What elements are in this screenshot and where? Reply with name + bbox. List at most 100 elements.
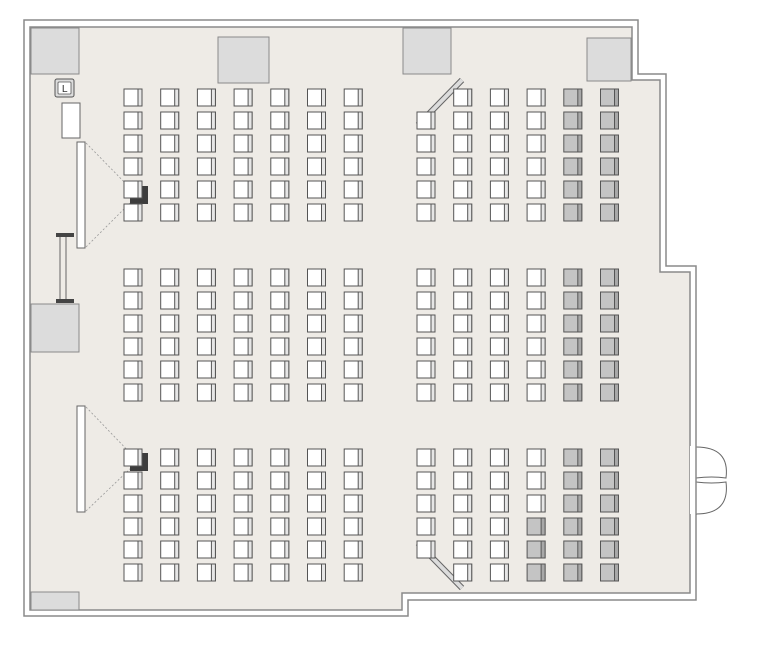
seat[interactable] — [416, 383, 436, 402]
seat[interactable] — [233, 134, 253, 153]
seat[interactable] — [489, 471, 509, 490]
seat[interactable] — [270, 517, 290, 536]
seat[interactable] — [343, 563, 363, 582]
seat[interactable] — [563, 471, 583, 490]
seat[interactable] — [160, 448, 180, 467]
seat[interactable] — [270, 563, 290, 582]
seat[interactable] — [343, 540, 363, 559]
seat[interactable] — [453, 291, 473, 310]
seat[interactable] — [600, 494, 619, 513]
seat[interactable] — [196, 157, 216, 176]
seat[interactable] — [526, 134, 546, 153]
seat[interactable] — [123, 337, 143, 356]
seat[interactable] — [160, 494, 180, 513]
seat[interactable] — [600, 134, 619, 153]
seat[interactable] — [600, 383, 619, 402]
seat[interactable] — [233, 88, 253, 107]
seat[interactable] — [416, 180, 436, 199]
seat[interactable] — [307, 448, 326, 467]
seat[interactable] — [489, 314, 509, 333]
seat[interactable] — [233, 471, 253, 490]
seat[interactable] — [196, 563, 216, 582]
seat[interactable] — [453, 134, 473, 153]
seat[interactable] — [270, 383, 290, 402]
seat[interactable] — [563, 517, 583, 536]
seat[interactable] — [270, 360, 290, 379]
seat[interactable] — [489, 494, 509, 513]
seat[interactable] — [563, 157, 583, 176]
seat[interactable] — [343, 111, 363, 130]
seat[interactable] — [307, 360, 326, 379]
seat[interactable] — [416, 337, 436, 356]
seat[interactable] — [160, 383, 180, 402]
seat[interactable] — [343, 268, 363, 287]
seat[interactable] — [526, 111, 546, 130]
seat[interactable] — [233, 383, 253, 402]
seat[interactable] — [343, 203, 363, 222]
seat[interactable] — [160, 111, 180, 130]
seat[interactable] — [307, 494, 326, 513]
seat[interactable] — [416, 448, 436, 467]
seat[interactable] — [160, 157, 180, 176]
seat[interactable] — [526, 471, 546, 490]
seat[interactable] — [563, 360, 583, 379]
seat[interactable] — [526, 314, 546, 333]
seat[interactable] — [123, 540, 143, 559]
seat[interactable] — [453, 111, 473, 130]
seat[interactable] — [489, 517, 509, 536]
seat[interactable] — [196, 291, 216, 310]
seat[interactable] — [453, 337, 473, 356]
seat[interactable] — [123, 268, 143, 287]
seat[interactable] — [343, 157, 363, 176]
seat[interactable] — [233, 314, 253, 333]
seat[interactable] — [416, 314, 436, 333]
seat[interactable] — [563, 314, 583, 333]
seat[interactable] — [489, 134, 509, 153]
seat[interactable] — [343, 337, 363, 356]
seat[interactable] — [123, 111, 143, 130]
seat[interactable] — [453, 360, 473, 379]
seat[interactable] — [123, 291, 143, 310]
seat[interactable] — [563, 134, 583, 153]
seat[interactable] — [270, 448, 290, 467]
seat[interactable] — [233, 111, 253, 130]
seat[interactable] — [196, 448, 216, 467]
seat[interactable] — [307, 540, 326, 559]
seat[interactable] — [160, 134, 180, 153]
seat[interactable] — [123, 134, 143, 153]
seat[interactable] — [307, 203, 326, 222]
seat[interactable] — [343, 314, 363, 333]
seat[interactable] — [196, 88, 216, 107]
seat[interactable] — [160, 471, 180, 490]
seat[interactable] — [526, 291, 546, 310]
seat[interactable] — [160, 540, 180, 559]
seat[interactable] — [307, 157, 326, 176]
seat[interactable] — [453, 157, 473, 176]
seat[interactable] — [453, 268, 473, 287]
seat[interactable] — [233, 180, 253, 199]
seat[interactable] — [270, 111, 290, 130]
seat[interactable] — [233, 494, 253, 513]
seat[interactable] — [343, 471, 363, 490]
seat[interactable] — [453, 180, 473, 199]
seat[interactable] — [270, 494, 290, 513]
seat[interactable] — [196, 383, 216, 402]
seat[interactable] — [307, 337, 326, 356]
seat[interactable] — [489, 180, 509, 199]
seat[interactable] — [160, 291, 180, 310]
seat[interactable] — [307, 268, 326, 287]
seat[interactable] — [123, 88, 143, 107]
seat[interactable] — [307, 180, 326, 199]
seat[interactable] — [270, 471, 290, 490]
seat[interactable] — [416, 471, 436, 490]
seat[interactable] — [233, 157, 253, 176]
seat[interactable] — [196, 517, 216, 536]
seat[interactable] — [489, 337, 509, 356]
seat[interactable] — [563, 494, 583, 513]
seat[interactable] — [123, 383, 143, 402]
seat[interactable] — [233, 337, 253, 356]
seat[interactable] — [453, 563, 473, 582]
seat[interactable] — [270, 540, 290, 559]
seat[interactable] — [416, 203, 436, 222]
seat[interactable] — [526, 563, 546, 582]
